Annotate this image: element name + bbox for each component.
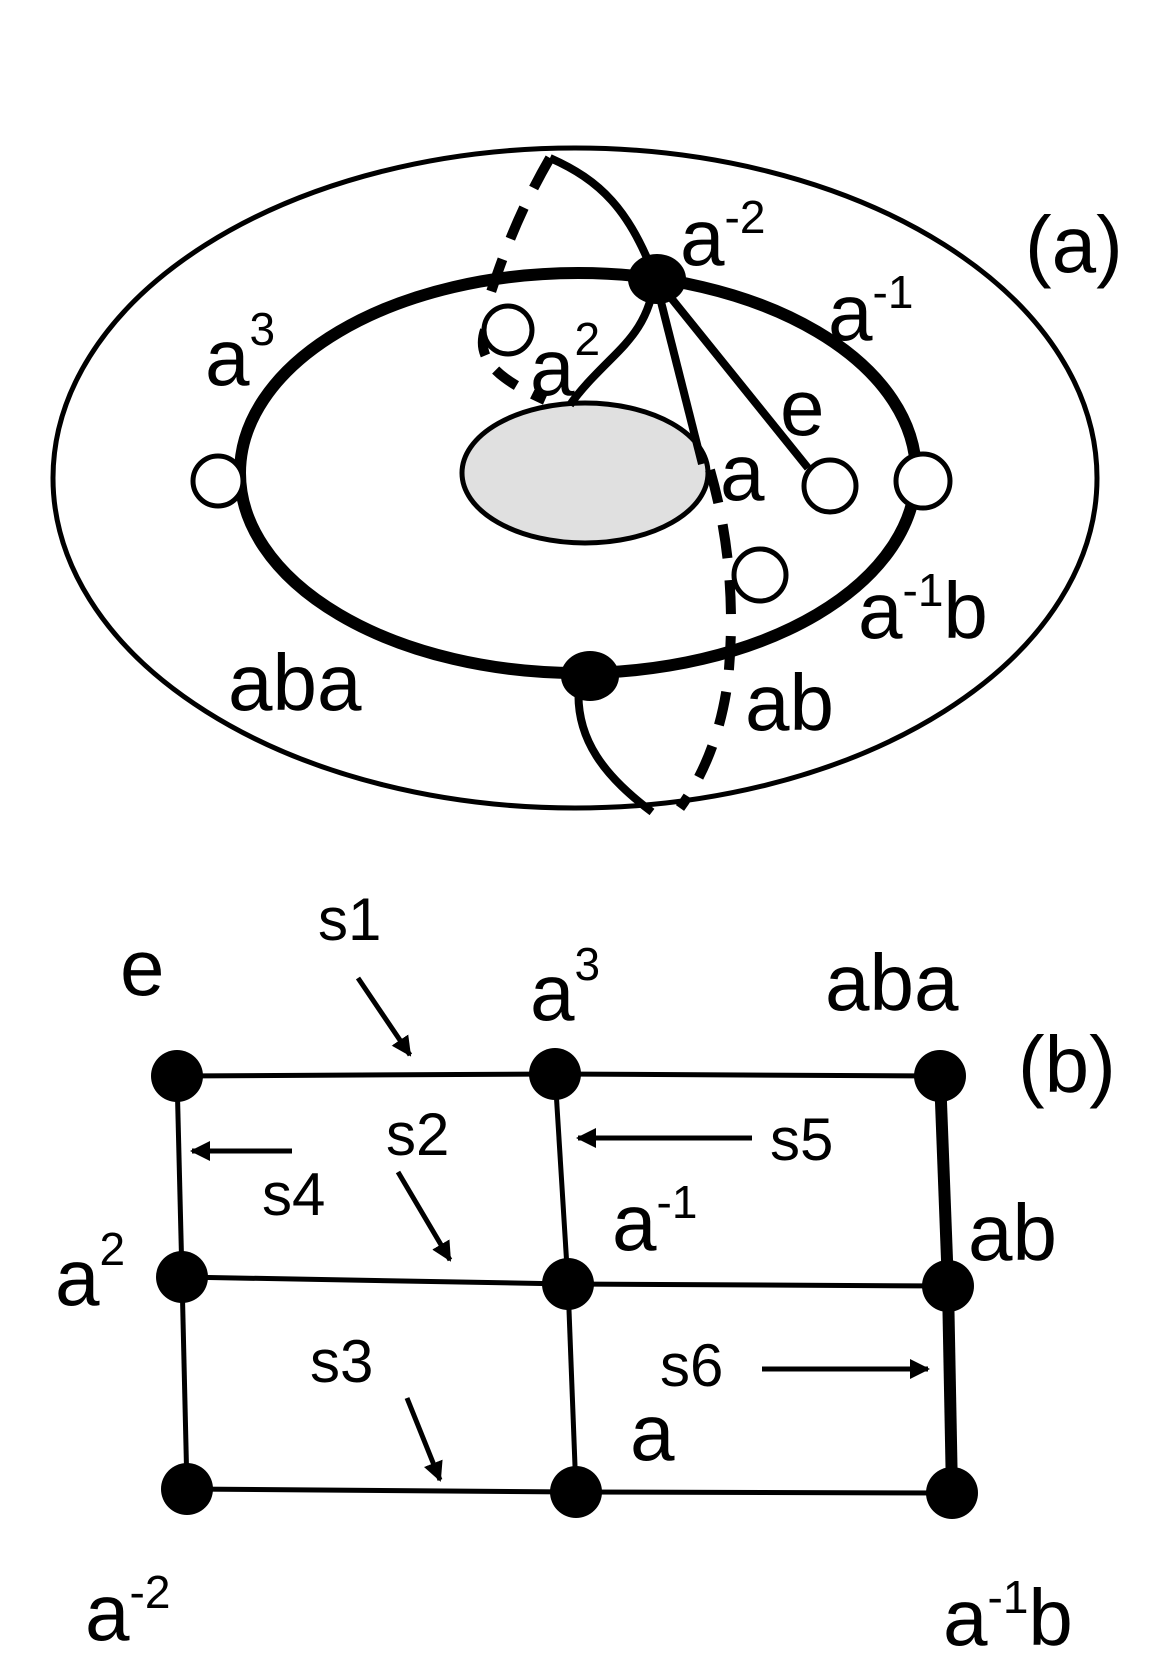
label-a3: a3 (205, 303, 275, 402)
node-a (550, 1466, 602, 1518)
node-a-neg1 (542, 1258, 594, 1310)
label-a-neg1b-top: a-1b (858, 564, 988, 655)
panel-b: e a3 aba a2 a-1 ab a-2 a a-1b s1 s2 s3 s… (55, 886, 1116, 1662)
label-e: e (120, 923, 165, 1012)
arrow-s3 (404, 1397, 443, 1482)
label-aba-top: aba (228, 638, 362, 727)
label-a-neg1: a-1 (612, 1176, 697, 1267)
edge-aba-ab (934, 1075, 954, 1287)
label-s6: s6 (660, 1332, 723, 1399)
label-a-neg2: a-2 (680, 191, 765, 282)
node-e (151, 1050, 203, 1102)
label-s1: s1 (318, 886, 381, 953)
label-a-neg1: a-1 (828, 266, 913, 357)
outer-torus-outline (50, 145, 1100, 811)
label-e-top: e (780, 363, 825, 452)
panel-a-tag: (a) (1025, 200, 1123, 289)
edge-aneg1-a (565, 1283, 579, 1493)
node-a-neg2 (161, 1463, 213, 1515)
curve-top-dashed (485, 155, 555, 297)
node-a3 (529, 1048, 581, 1100)
label-s2: s2 (386, 1101, 449, 1168)
edge-a-aneg1b (575, 1489, 949, 1496)
edge-aneg2-a (186, 1486, 577, 1495)
curve-top-solid (548, 154, 659, 280)
label-s5: s5 (770, 1106, 833, 1173)
label-a-neg1b: a-1b (943, 1571, 1073, 1662)
edge-e-a2 (174, 1075, 185, 1278)
edge-ab-aneg1b (942, 1285, 958, 1494)
edge-e-a3 (176, 1071, 556, 1079)
label-a3: a3 (530, 938, 600, 1037)
curve-to-a (651, 277, 706, 465)
node-a2 (156, 1251, 208, 1303)
loop-e (801, 457, 859, 515)
edge-aneg1-ab (567, 1281, 949, 1289)
label-a2: a2 (530, 313, 600, 412)
panel-b-tag: (b) (1018, 1020, 1116, 1109)
edge-a2-aneg2 (179, 1276, 190, 1490)
curve-a2-dashed (477, 328, 548, 405)
label-ab: ab (968, 1188, 1057, 1277)
loop-a-neg1 (893, 451, 953, 511)
loop-a-neg1b (731, 546, 789, 604)
label-s3: s3 (310, 1328, 373, 1395)
label-a-neg2: a-2 (85, 1566, 170, 1657)
loop-a3 (190, 453, 246, 509)
node-a-neg1b (926, 1467, 978, 1519)
label-ab-top: ab (745, 658, 834, 747)
label-a2: a2 (55, 1223, 125, 1322)
edge-a2-aneg1 (181, 1274, 569, 1287)
node-a-neg2 (628, 254, 686, 304)
arrow-s1 (355, 976, 413, 1057)
edge-a3-aneg1 (552, 1073, 571, 1285)
node-aba-ab (561, 651, 619, 701)
central-hole (459, 400, 711, 546)
edge-a3-aba (554, 1071, 941, 1079)
label-aba: aba (825, 938, 959, 1027)
curve-left-inner (566, 277, 659, 408)
label-a: a (630, 1388, 675, 1477)
label-s4: s4 (262, 1161, 325, 1228)
arrow-s2 (395, 1170, 453, 1262)
node-aba (914, 1050, 966, 1102)
curve-to-e (651, 275, 812, 471)
panel-a: (a) a-2 a-1 a3 a2 e a a-1b aba ab (50, 145, 1123, 816)
label-a-top: a (720, 428, 765, 517)
loop-a2 (481, 303, 535, 357)
node-ab (922, 1260, 974, 1312)
curve-right-dashed (675, 468, 736, 811)
